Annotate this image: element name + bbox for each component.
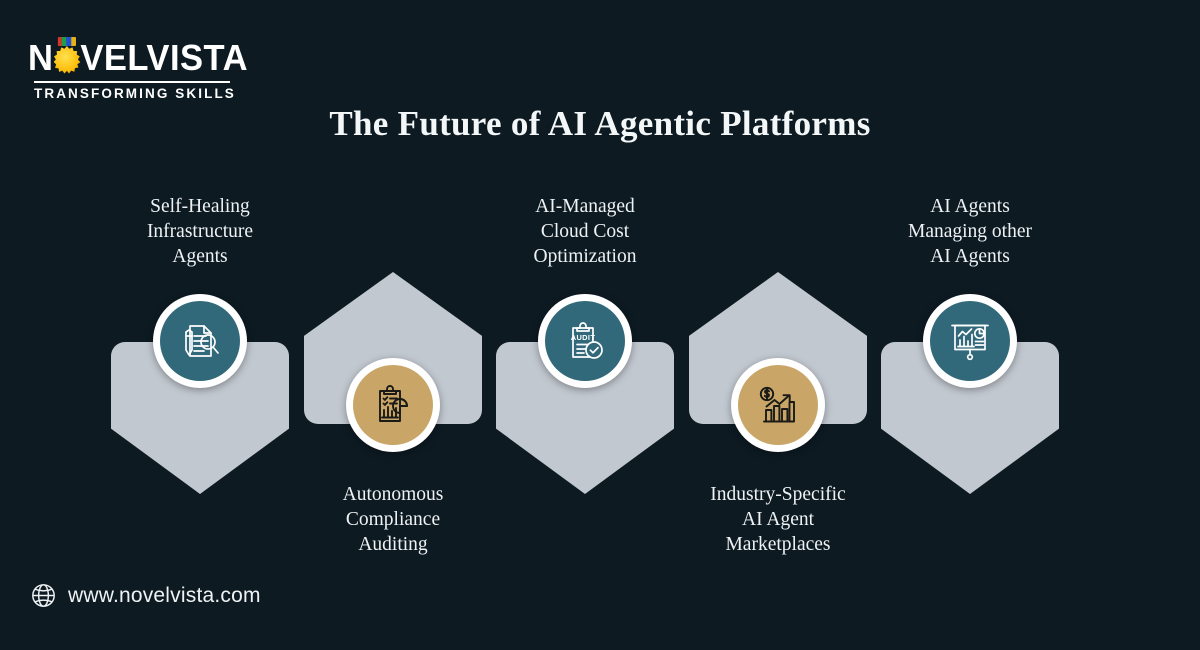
clipboard-charts-icon	[353, 365, 433, 445]
item-icon-badge-2[interactable]	[346, 358, 440, 452]
item-label-line: Cloud Cost	[540, 221, 630, 242]
item-icon-badge-4[interactable]	[731, 358, 825, 452]
item-label-line: AI Agent	[741, 509, 815, 530]
item-label-line: AI Agents	[930, 196, 1010, 217]
logo-flag-squares	[57, 37, 76, 46]
item-label-line: AI Agents	[930, 246, 1010, 267]
logo-word-rest: VELVISTA	[80, 37, 249, 78]
item-label-line: Marketplaces	[725, 534, 831, 555]
dollar-growth-chart-icon	[738, 365, 818, 445]
logo-wordmark: N VELVISTA	[28, 37, 248, 78]
globe-icon	[32, 584, 55, 607]
item-label-line: Infrastructure	[146, 221, 254, 242]
item-icon-badge-1[interactable]	[153, 294, 247, 388]
logo-divider	[34, 81, 230, 83]
item-label-line: AI-Managed	[535, 196, 635, 217]
item-label-line: Managing other	[907, 221, 1032, 242]
presentation-board-analytics-icon	[930, 301, 1010, 381]
novelvista-logo: N VELVISTA TRANSFORMING SKILLS	[28, 37, 248, 101]
footer-url[interactable]: www.novelvista.com	[68, 583, 261, 607]
item-icon-badge-3[interactable]: AUDIT	[538, 294, 632, 388]
item-label-line: Auditing	[358, 534, 428, 555]
footer: www.novelvista.com	[30, 582, 261, 609]
item-label-line: Autonomous	[342, 484, 444, 505]
logo-tagline: TRANSFORMING SKILLS	[34, 86, 236, 101]
item-label-line: Optimization	[533, 246, 637, 267]
item-icon-badge-5[interactable]	[923, 294, 1017, 388]
svg-text:AUDIT: AUDIT	[571, 333, 596, 342]
logo-word-n: N	[28, 37, 54, 78]
audit-clipboard-check-icon: AUDIT	[545, 301, 625, 381]
page-title: The Future of AI Agentic Platforms	[329, 104, 871, 143]
document-pencil-magnifier-icon	[160, 301, 240, 381]
item-label-line: Agents	[172, 246, 228, 267]
item-label-line: Self-Healing	[150, 196, 250, 217]
item-label-line: Industry-Specific	[710, 484, 846, 505]
sun-burst-icon	[52, 37, 81, 74]
item-label-line: Compliance	[345, 509, 441, 530]
